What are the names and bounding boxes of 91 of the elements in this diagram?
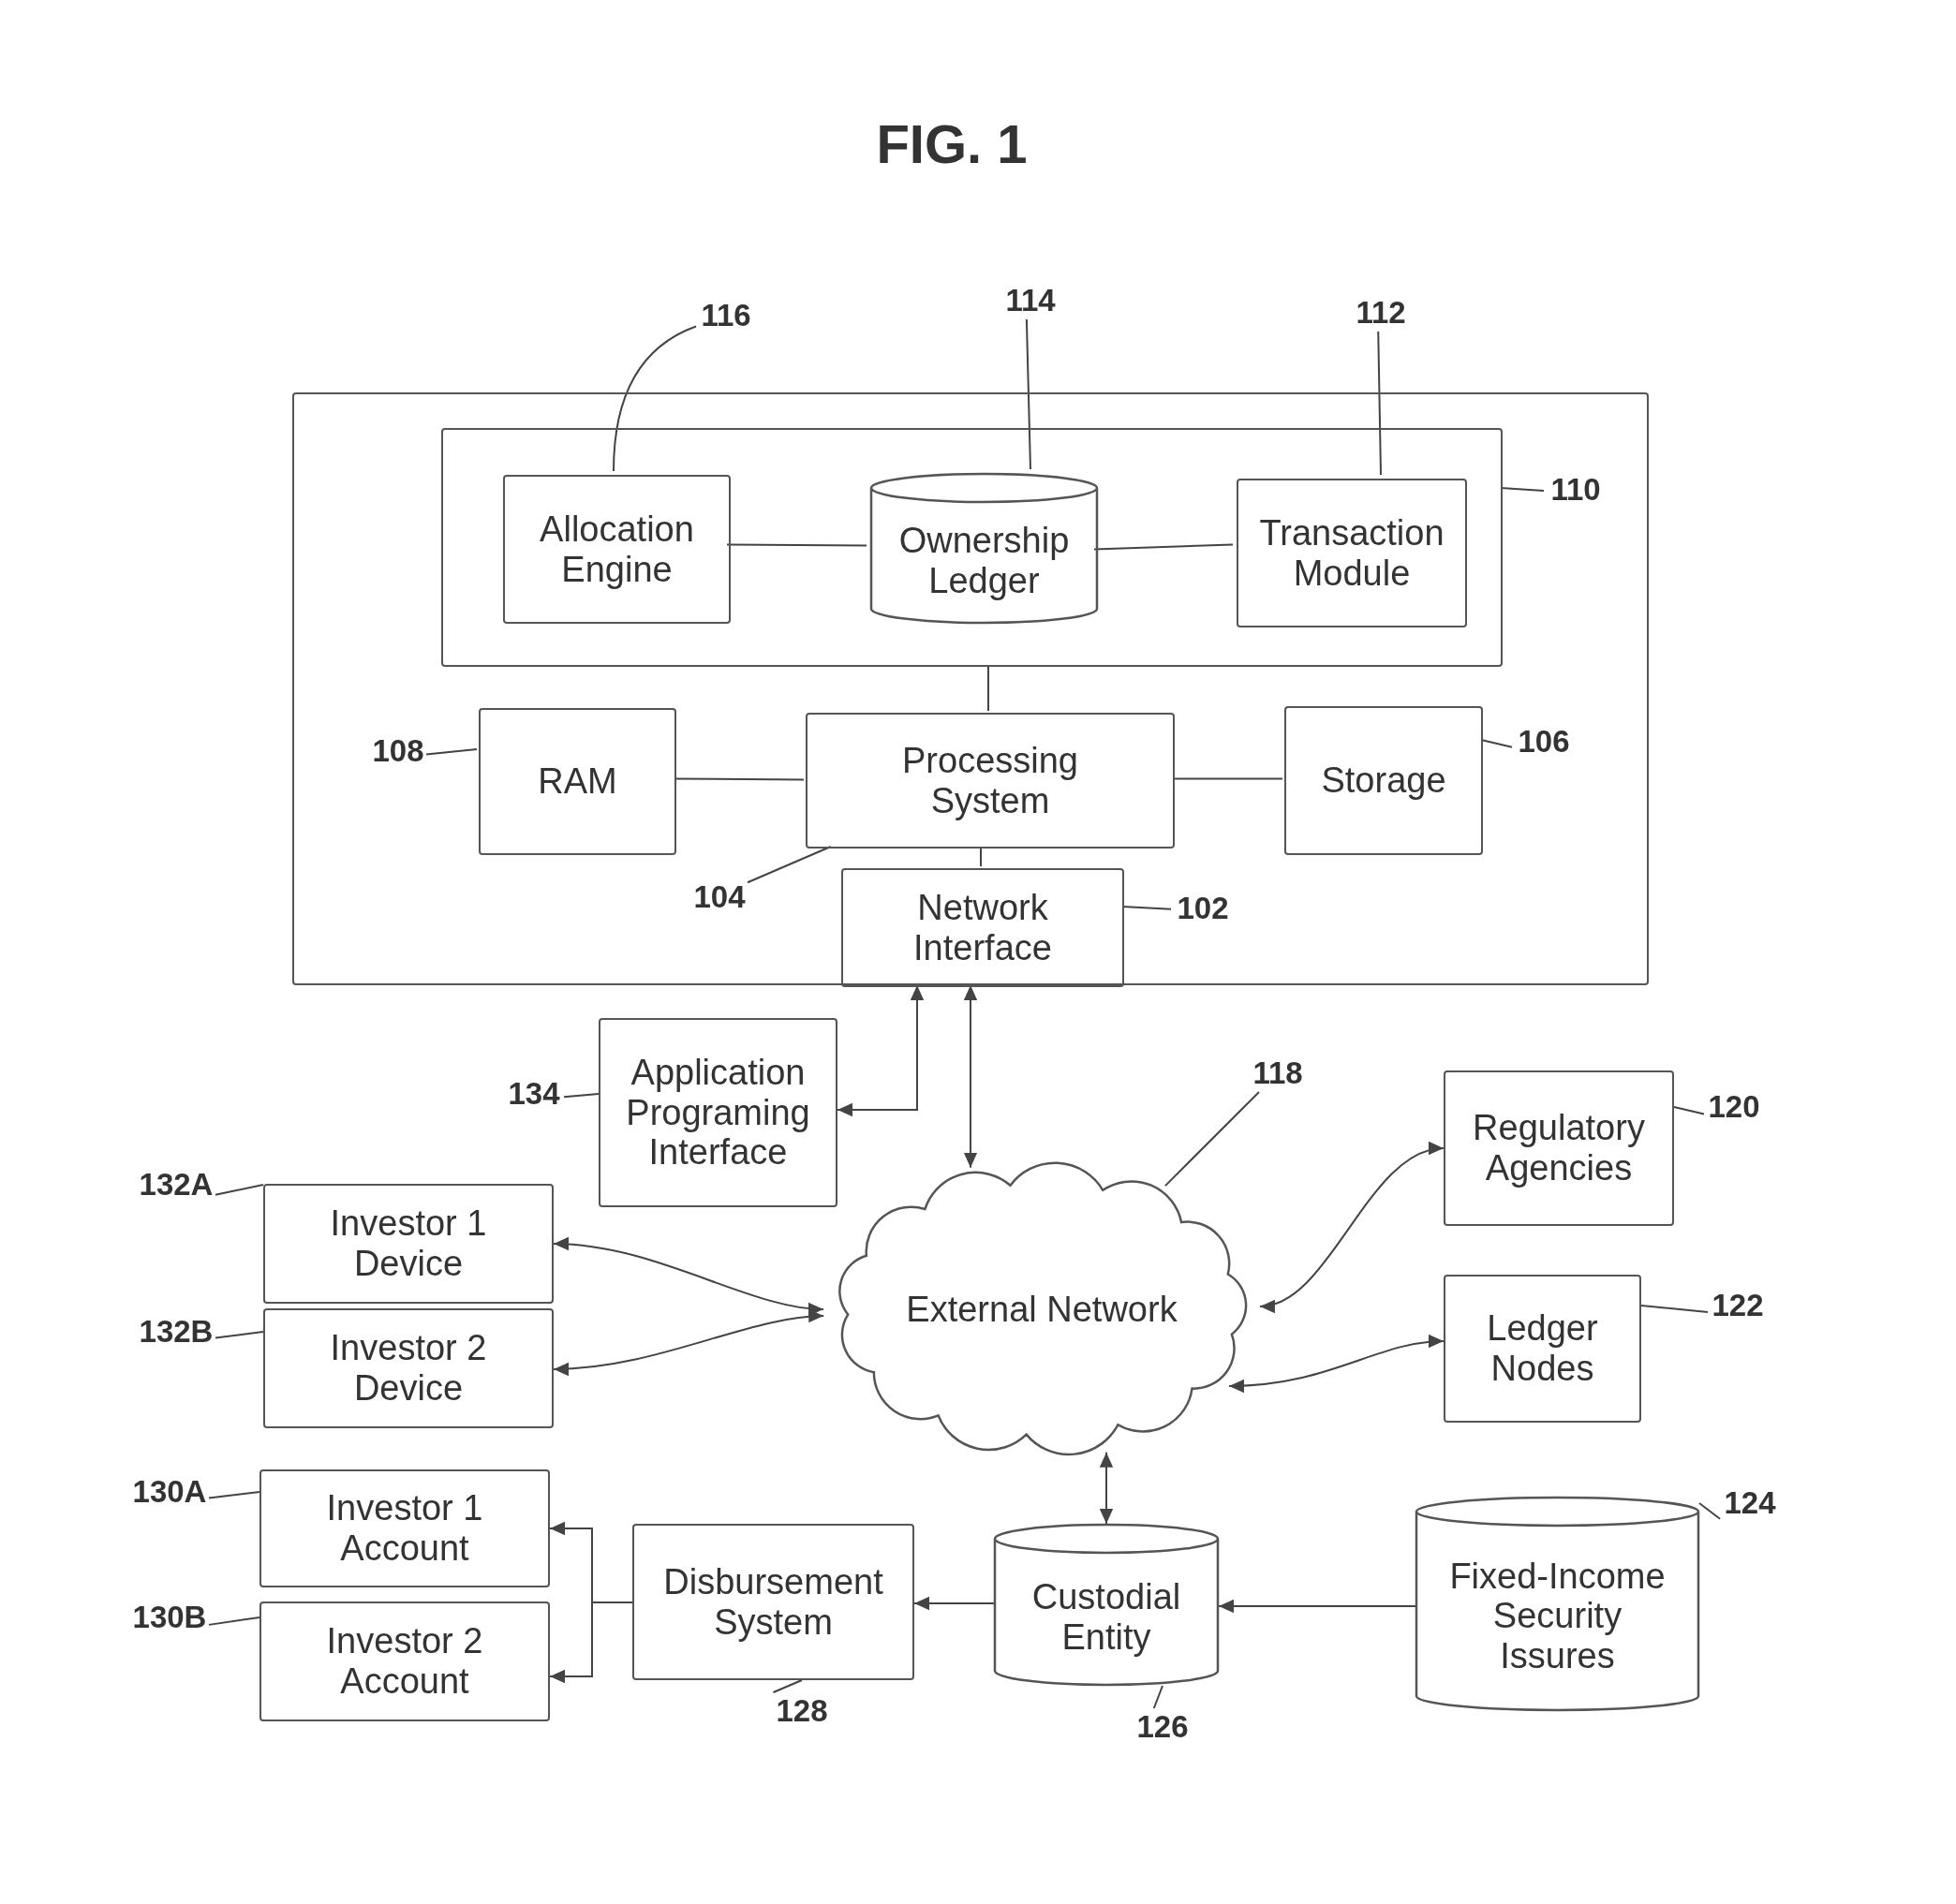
callout-number: 126 xyxy=(1133,1708,1193,1746)
connector-line xyxy=(674,777,805,781)
leader-line xyxy=(1152,1685,1163,1709)
connector-line xyxy=(726,543,867,547)
component-group-box xyxy=(292,392,1649,985)
node-label: Investor 2 Account xyxy=(325,1621,484,1702)
node-label: Fixed-Income Security Issures xyxy=(1448,1556,1667,1676)
component-box xyxy=(841,868,1124,987)
leader-line xyxy=(1698,1502,1721,1520)
node-label: External Network xyxy=(906,1289,1178,1330)
connector-line xyxy=(1093,543,1234,551)
figure-title: FIG. 1 xyxy=(875,112,1029,176)
callout-number: 116 xyxy=(696,297,756,334)
leader-line xyxy=(772,1679,803,1693)
arrow xyxy=(1228,1335,1445,1393)
node-label: Ownership Ledger xyxy=(897,520,1071,601)
node-label: Ledger Nodes xyxy=(1486,1308,1599,1389)
node-label: Transaction Module xyxy=(1258,512,1445,594)
component-box xyxy=(632,1524,914,1680)
node-label: Application Programing Interface xyxy=(625,1053,811,1173)
component-box xyxy=(479,708,676,855)
arrow xyxy=(963,984,978,1169)
leader-line xyxy=(208,1616,260,1626)
leader-line xyxy=(1500,487,1545,493)
callout-number: 122 xyxy=(1708,1287,1768,1324)
callout-number: 104 xyxy=(689,878,749,916)
callout-number: 112 xyxy=(1351,294,1411,332)
callout-number: 120 xyxy=(1704,1088,1764,1126)
node-label: Storage xyxy=(1321,760,1446,801)
callout-number: 132B xyxy=(137,1313,215,1351)
arrow xyxy=(1218,1599,1416,1614)
callout-number: 134 xyxy=(504,1075,564,1113)
node-label: Allocation Engine xyxy=(539,509,695,590)
node-label: Custodial Entity xyxy=(1030,1576,1182,1658)
node-label: Investor 2 Device xyxy=(329,1328,488,1409)
leader-line xyxy=(613,325,697,472)
leader-line xyxy=(1377,331,1382,476)
component-box xyxy=(263,1184,554,1304)
arrow xyxy=(553,1309,825,1376)
leader-line xyxy=(563,1093,600,1099)
node-label: Network Interface xyxy=(912,887,1053,968)
callout-number: 128 xyxy=(772,1692,832,1730)
callout-number: 118 xyxy=(1248,1055,1308,1092)
callout-number: 130A xyxy=(130,1473,209,1511)
component-group-box xyxy=(441,428,1503,667)
node-label: Disbursement System xyxy=(662,1561,884,1643)
connector-line xyxy=(980,846,982,867)
database-cylinder xyxy=(994,1524,1219,1686)
connector-line xyxy=(987,664,989,712)
leader-line xyxy=(1121,906,1172,910)
arrow xyxy=(1258,1144,1445,1311)
leader-line xyxy=(425,748,478,756)
component-box xyxy=(1444,1070,1674,1226)
component-box xyxy=(599,1018,837,1207)
callout-number: 114 xyxy=(1000,282,1060,319)
node-label: Investor 1 Account xyxy=(325,1488,484,1569)
callout-number: 130B xyxy=(130,1599,209,1636)
connector-line xyxy=(1172,777,1283,780)
component-box xyxy=(1284,706,1483,855)
callout-number: 124 xyxy=(1720,1484,1780,1522)
node-label: RAM xyxy=(538,761,617,802)
component-box xyxy=(1444,1275,1641,1423)
arrow xyxy=(549,1601,633,1684)
callout-number: 108 xyxy=(368,732,428,770)
component-box xyxy=(259,1469,550,1587)
callout-number: 106 xyxy=(1514,723,1574,760)
node-label: Investor 1 Device xyxy=(329,1203,488,1284)
callout-number: 110 xyxy=(1546,471,1606,509)
leader-line xyxy=(215,1184,264,1196)
arrow xyxy=(837,984,925,1117)
callout-number: 102 xyxy=(1173,890,1233,927)
arrow xyxy=(913,1596,995,1611)
leader-line xyxy=(1480,739,1513,748)
callout-number: 132A xyxy=(137,1166,215,1203)
component-box xyxy=(806,713,1175,849)
component-box xyxy=(263,1308,554,1428)
leader-line xyxy=(208,1491,260,1499)
leader-line xyxy=(747,846,832,884)
node-label: Processing System xyxy=(901,740,1079,821)
arrow xyxy=(1099,1451,1114,1525)
database-cylinder xyxy=(1415,1497,1699,1711)
leader-line xyxy=(1673,1106,1705,1115)
leader-line xyxy=(1163,1091,1260,1188)
node-label: Regulatory Agencies xyxy=(1472,1108,1646,1188)
leader-line xyxy=(1025,318,1031,470)
database-cylinder xyxy=(870,473,1098,624)
leader-line xyxy=(1640,1305,1709,1314)
leader-line xyxy=(215,1331,264,1339)
component-box xyxy=(1237,479,1467,627)
component-box xyxy=(259,1601,550,1721)
component-box xyxy=(503,475,731,624)
